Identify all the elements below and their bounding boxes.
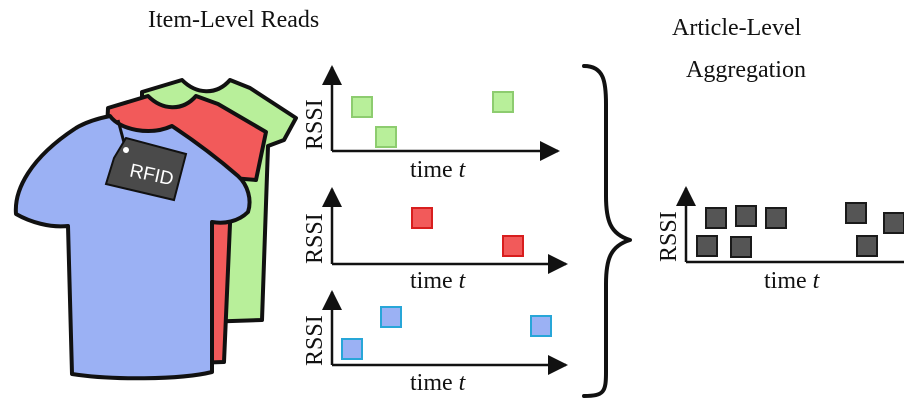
data-point — [883, 212, 904, 234]
data-point — [530, 315, 552, 337]
y-axis-label: RSSI — [656, 211, 682, 262]
plot-blue: RSSI time t — [302, 290, 568, 396]
tshirt-blue-icon — [13, 114, 252, 381]
data-point — [492, 91, 514, 113]
plot-red: RSSI time t — [302, 187, 568, 294]
article-level-title: Article-Level — [672, 15, 802, 41]
rfid-tag-icon: RFID — [104, 119, 188, 202]
y-axis-label: RSSI — [302, 315, 328, 366]
data-point — [341, 338, 363, 360]
y-axis-label: RSSI — [302, 213, 328, 264]
data-point — [765, 207, 787, 229]
data-point — [380, 306, 402, 328]
curly-brace-icon — [582, 64, 632, 398]
y-axis-label: RSSI — [302, 99, 328, 150]
data-point — [696, 235, 718, 257]
data-point — [735, 205, 757, 227]
data-point — [411, 207, 433, 229]
x-axis-label: time t — [410, 268, 467, 294]
plot-aggregated: RSSI time t — [656, 186, 904, 294]
x-axis-label: time t — [410, 370, 467, 396]
data-point — [375, 126, 397, 148]
x-axis-label: time t — [764, 268, 821, 294]
data-point — [856, 235, 878, 257]
data-point — [845, 202, 867, 224]
data-point — [705, 207, 727, 229]
plot-green: RSSI time t — [302, 65, 560, 183]
x-axis-label: time t — [410, 157, 467, 183]
aggregation-title: Aggregation — [686, 57, 806, 83]
item-level-reads-title: Item-Level Reads — [148, 7, 320, 33]
data-point — [502, 235, 524, 257]
data-point — [730, 236, 752, 258]
data-point — [351, 96, 373, 118]
